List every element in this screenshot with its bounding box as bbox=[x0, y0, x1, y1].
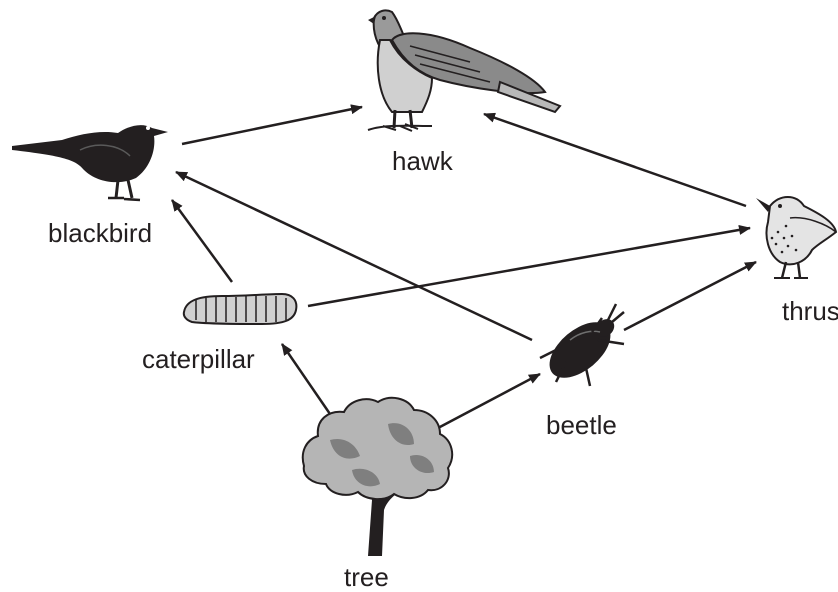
arrows-layer bbox=[172, 107, 756, 428]
tree-icon bbox=[303, 398, 452, 556]
arrow-tree-to-beetle bbox=[438, 374, 540, 428]
arrow-tree-to-caterpillar bbox=[282, 344, 330, 414]
arrow-beetle-to-thrush bbox=[624, 262, 756, 330]
blackbird-icon bbox=[12, 125, 168, 200]
arrow-thrush-to-hawk bbox=[484, 114, 746, 206]
hawk-label: hawk bbox=[392, 148, 453, 174]
beetle-icon bbox=[540, 304, 624, 388]
caterpillar-icon bbox=[184, 294, 297, 324]
arrow-caterpillar-to-blackbird bbox=[172, 200, 232, 282]
thrush-icon bbox=[756, 197, 836, 278]
caterpillar-label: caterpillar bbox=[142, 346, 255, 372]
arrow-caterpillar-to-thrush bbox=[308, 228, 750, 306]
arrow-blackbird-to-hawk bbox=[182, 107, 362, 144]
hawk-icon bbox=[368, 10, 560, 131]
tree-label: tree bbox=[344, 564, 389, 590]
beetle-label: beetle bbox=[546, 412, 617, 438]
blackbird-label: blackbird bbox=[48, 220, 152, 246]
thrush-label: thrush bbox=[782, 298, 838, 324]
